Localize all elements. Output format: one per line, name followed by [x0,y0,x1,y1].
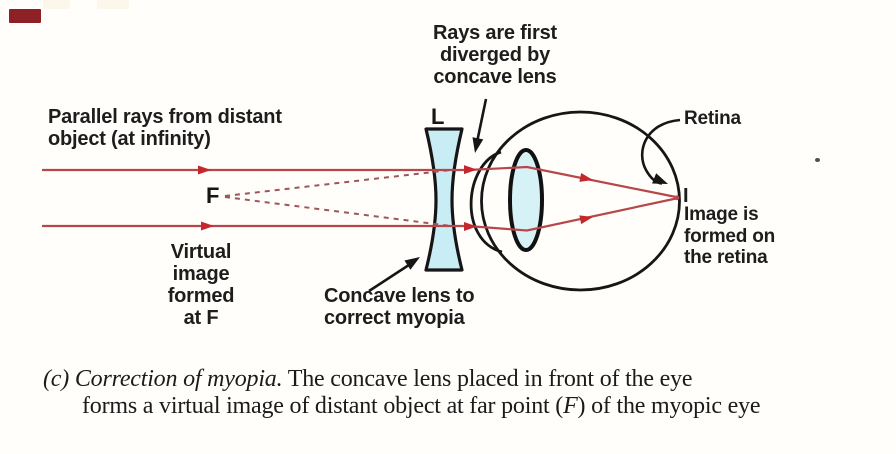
caption-line-2: forms a virtual image of distant object … [82,393,761,420]
ray-bottom [42,197,677,232]
dashed-ray-lower [224,196,452,227]
label-line: at F [183,307,219,329]
eye-outline [480,110,681,292]
eye-lens [508,148,544,252]
label-concave-lens: Concave lens to correct myopia [324,285,475,329]
scan-artifact-red-mark [9,9,41,23]
label-line: image [172,263,230,285]
label-line: Concave lens to [324,285,475,307]
label-line: Rays are first [433,22,557,44]
label-line: Virtual [170,241,232,263]
retina-leader-arrow [641,118,681,185]
label-line: object (at infinity) [48,128,211,150]
ray-arrowhead [579,215,593,225]
concave-lens-shape [424,127,464,272]
label-line: formed [167,285,235,307]
label-lens-letter: L [431,104,445,129]
label-focal-point: F [206,183,220,208]
label-parallel-rays: Parallel rays from distant object (at in… [48,106,282,150]
caption-line2-pre: forms a virtual image of distant object … [82,393,564,419]
ray-arrowhead [579,173,593,182]
label-line: Parallel rays from distant [48,106,282,128]
ray-top [42,165,677,199]
concave-lens-arrow [368,257,420,293]
label-virtual-image: Virtual image formed at F [168,241,235,329]
label-image-formed: Image is formed on the retina [684,204,775,269]
caption-line-1: (c) Correction of myopia. The concave le… [43,366,693,393]
caption-focal-symbol: F [563,393,578,419]
cornea-arc [469,150,503,254]
label-retina: Retina [684,108,741,129]
scan-artifact-smudge [97,0,129,9]
ray-arrowhead [464,165,477,175]
label-line: formed on [684,225,776,247]
caption-line1-rest: The concave lens placed in front of the … [282,366,693,392]
diverged-arrow [472,98,488,153]
scan-artifact-smudge [43,0,70,9]
caption-line2-post: ) of the myopic eye [577,393,761,419]
ray-arrowhead [464,222,477,231]
label-image-point: I [683,185,689,207]
label-rays-diverged: Rays are first diverged by concave lens [433,22,557,88]
label-line: Image is [684,204,759,225]
ray-arrowhead [201,221,214,231]
ray-arrowhead [198,165,211,175]
dashed-ray-upper [224,169,452,197]
image-point-dot [674,195,680,201]
caption-italic-lead: (c) Correction of myopia. [43,366,283,392]
label-line: the retina [684,247,768,268]
scan-artifact-speck [815,158,820,162]
label-line: correct myopia [324,307,465,329]
label-line: diverged by [439,44,551,66]
label-line: concave lens [433,66,557,88]
